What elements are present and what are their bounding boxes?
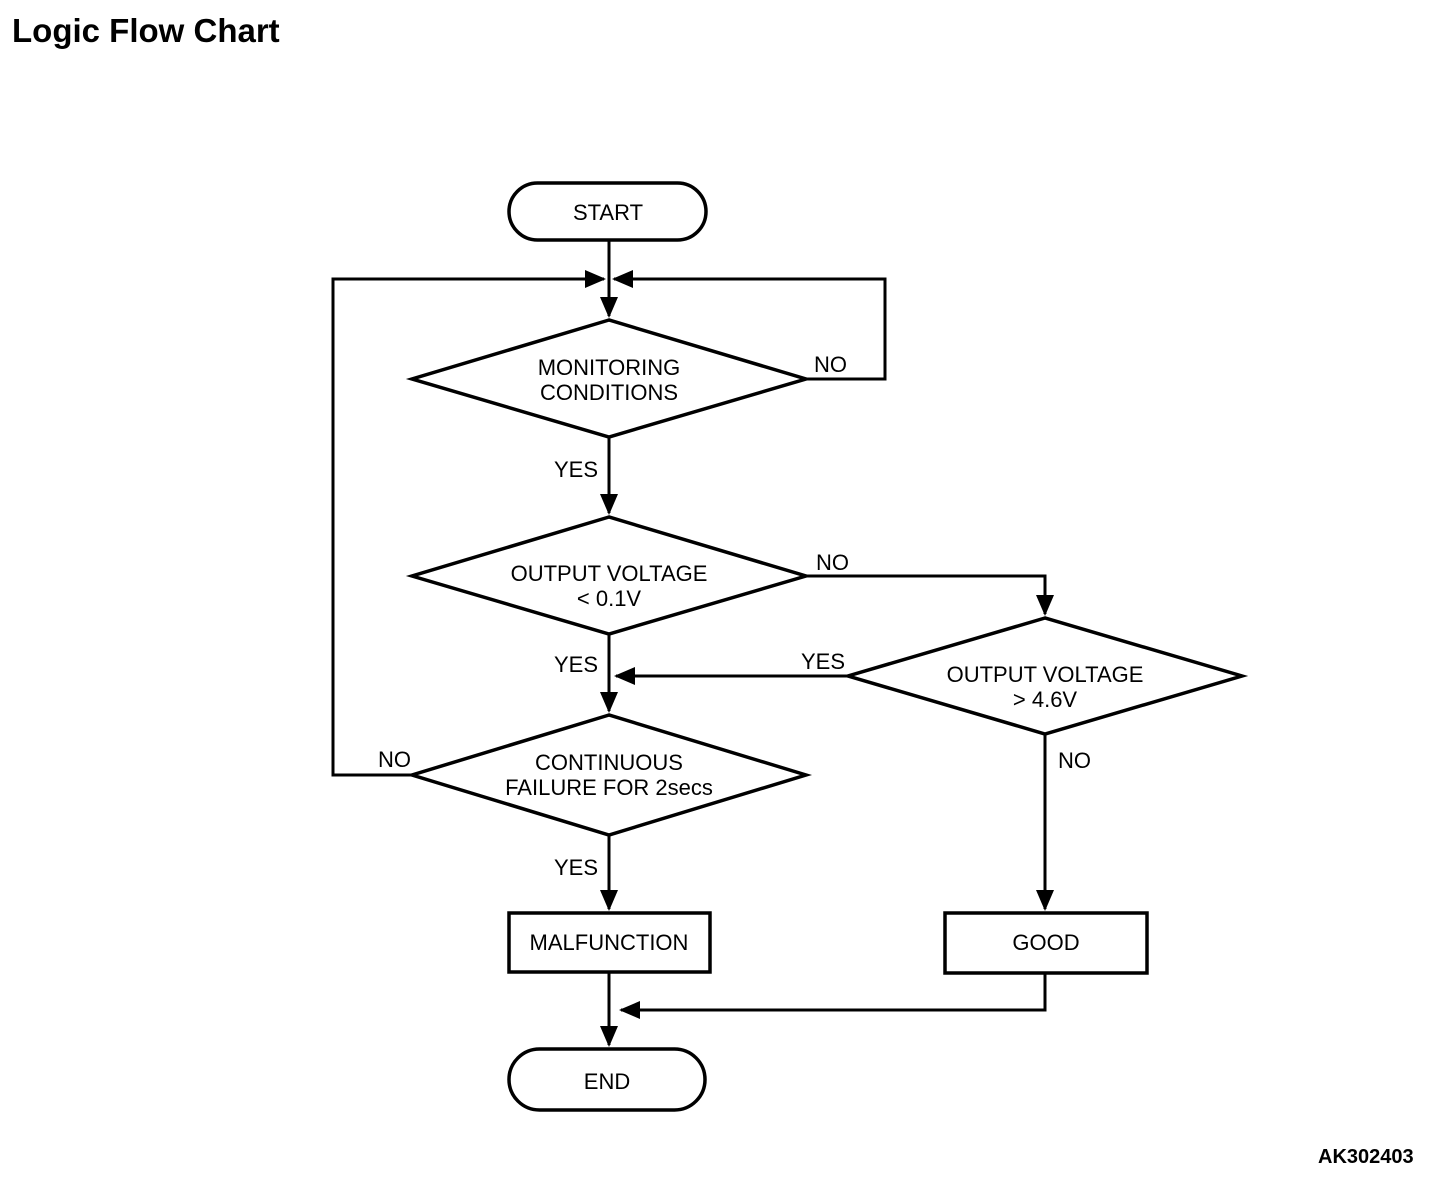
node-output-voltage-high: OUTPUT VOLTAGE > 4.6V [841, 616, 1249, 736]
continuous-failure-diamond [405, 713, 813, 837]
figure-code: AK302403 [1318, 1146, 1414, 1168]
flow-edges [331, 240, 1054, 1047]
monitoring-conditions-diamond [405, 318, 813, 439]
edge-label-continuous-yes: YES [554, 855, 598, 880]
edge-continuous-no-loop [331, 270, 606, 777]
good-process-box [943, 911, 1149, 975]
node-output-voltage-low: OUTPUT VOLTAGE < 0.1V [405, 515, 813, 636]
output-voltage-low-label-line1: OUTPUT VOLTAGE [511, 561, 708, 586]
output-voltage-high-label-line2: > 4.6V [1013, 687, 1078, 712]
node-end: END [507, 1047, 707, 1112]
edge-label-output-high-yes: YES [801, 649, 845, 674]
end-label: END [584, 1069, 630, 1094]
good-label: GOOD [1012, 930, 1079, 955]
continuous-failure-label-line2: FAILURE FOR 2secs [505, 775, 713, 800]
edge-label-continuous-no: NO [378, 747, 411, 772]
monitoring-conditions-label-line1: MONITORING [538, 355, 681, 380]
output-voltage-high-label-line1: OUTPUT VOLTAGE [947, 662, 1144, 687]
flow-edge-labels: YES NO YES NO YES NO NO YES [378, 352, 1091, 880]
page-title: Logic Flow Chart [12, 12, 280, 49]
edge-label-monitoring-yes: YES [554, 457, 598, 482]
output-voltage-low-diamond [405, 515, 813, 636]
end-terminator-shape [507, 1047, 707, 1112]
malfunction-label: MALFUNCTION [530, 930, 689, 955]
malfunction-process-box [507, 911, 712, 974]
edge-monitoring-no-loop [612, 270, 887, 381]
node-good: GOOD [943, 911, 1149, 975]
node-start: START [507, 181, 708, 242]
start-label: START [573, 200, 643, 225]
edge-output-low-no [806, 574, 1054, 616]
output-voltage-low-label-line2: < 0.1V [577, 586, 642, 611]
edge-label-monitoring-no: NO [814, 352, 847, 377]
edge-label-output-low-no: NO [816, 550, 849, 575]
node-monitoring-conditions: MONITORING CONDITIONS [405, 318, 813, 439]
monitoring-conditions-label-line2: CONDITIONS [540, 380, 678, 405]
node-malfunction: MALFUNCTION [507, 911, 712, 974]
edge-label-output-low-yes: YES [554, 652, 598, 677]
start-terminator-shape [507, 181, 708, 242]
edge-good-to-end [619, 973, 1047, 1019]
output-voltage-high-diamond [841, 616, 1249, 736]
edge-label-output-high-no: NO [1058, 748, 1091, 773]
node-continuous-failure: CONTINUOUS FAILURE FOR 2secs [405, 713, 813, 837]
continuous-failure-label-line1: CONTINUOUS [535, 750, 683, 775]
